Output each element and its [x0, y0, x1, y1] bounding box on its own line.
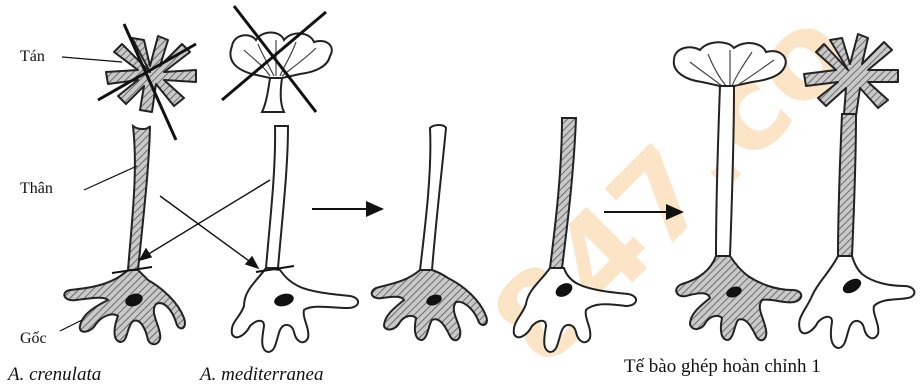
grafted-1-stem	[420, 125, 446, 270]
pointer-goc	[60, 320, 82, 331]
label-than: Thân	[20, 181, 53, 197]
regenerated-2-base	[799, 256, 914, 348]
arrowhead-2	[140, 249, 151, 260]
regenerated-2-stem	[838, 114, 856, 256]
cell-mediterranea	[222, 6, 358, 352]
crenulata-stem	[128, 126, 150, 270]
cell-regenerated-2	[799, 34, 914, 348]
mediterranea-cap-stalk	[262, 78, 284, 112]
pointer-tan	[62, 57, 122, 62]
cell-crenulata	[64, 24, 196, 344]
process-arrow-1	[312, 201, 384, 217]
exchange-arrows	[140, 180, 270, 268]
regenerated-1-stem	[716, 86, 734, 256]
crenulata-base	[64, 270, 185, 344]
arrowhead-1	[246, 257, 258, 268]
grafted-1-base	[372, 270, 487, 340]
cell-grafted-1	[372, 125, 487, 340]
mediterranea-stem	[266, 126, 288, 268]
regenerated-1-base	[676, 256, 801, 340]
label-goc: Gốc	[20, 331, 47, 347]
label-tan: Tán	[20, 49, 45, 65]
arrow-stem-to-mediterranea-base	[160, 196, 256, 266]
crenulata-cap	[106, 36, 196, 112]
species-label-crenulata: A. crenulata	[8, 364, 101, 386]
species-label-mediterranea: A. mediterranea	[200, 364, 323, 386]
arrow-stem-to-crenulata-base	[142, 180, 270, 258]
caption-grafted-cell: Tế bào ghép hoàn chỉnh 1	[624, 356, 821, 378]
pointer-than	[84, 166, 137, 190]
mediterranea-cap	[230, 33, 331, 79]
mediterranea-base	[232, 268, 358, 352]
